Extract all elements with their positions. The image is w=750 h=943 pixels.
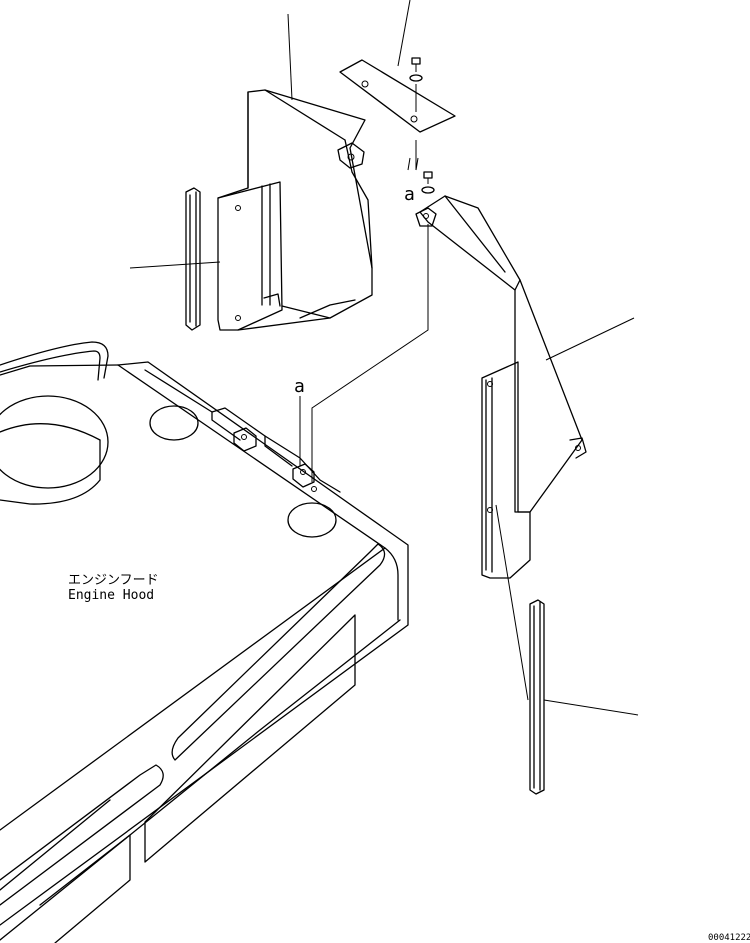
figure-number: 00041222	[708, 933, 750, 943]
plate-bolt	[409, 57, 423, 170]
left-side-cover	[217, 89, 373, 331]
leader-lines	[287, 0, 639, 716]
engine-hood	[0, 341, 409, 943]
reference-label-a-upper: a	[404, 184, 415, 205]
engine-hood-label-en: Engine Hood	[68, 588, 154, 603]
bracket-bolt	[407, 157, 435, 194]
left-seal-strip	[129, 187, 221, 331]
upper-cover-plate	[339, 59, 456, 133]
engine-hood-label-ja: エンジンフード	[68, 573, 159, 588]
right-seal-strip	[529, 599, 545, 795]
right-side-cover	[415, 195, 587, 579]
reference-label-a-lower: a	[294, 376, 305, 397]
